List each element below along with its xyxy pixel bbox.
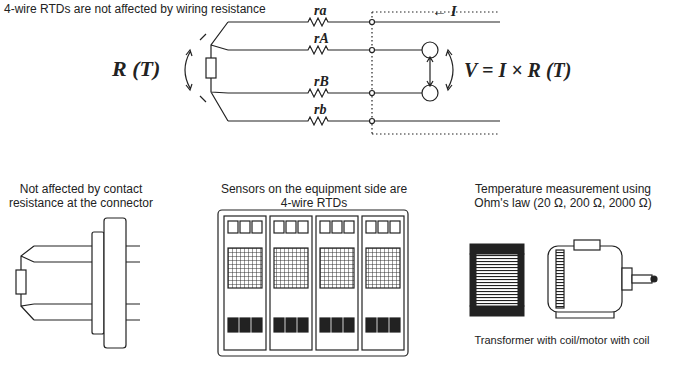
meter-symbol [422, 42, 438, 58]
transformer-figure [470, 244, 524, 316]
sense-wires [374, 50, 422, 93]
heading: 4-wire RTDs are not affected by wiring r… [4, 2, 266, 16]
motor-figure [548, 240, 657, 318]
meter-symbol [422, 85, 438, 101]
wire-b [228, 117, 372, 125]
equipment-rack [218, 210, 408, 356]
resistance-label: R (T) [112, 56, 160, 82]
wire-B [228, 89, 372, 97]
caption-text: Temperature measurement using Ohm's law … [458, 182, 668, 210]
rtd-element [206, 58, 216, 78]
wire-resistance: rb [314, 101, 326, 118]
wire-A [228, 46, 372, 54]
wire-resistance: ra [314, 2, 326, 19]
caption-text: Transformer with coil/motor with coil [455, 334, 669, 347]
wire-resistance: rB [314, 73, 329, 90]
curved-arrow [446, 50, 453, 90]
lead-wires [211, 22, 228, 121]
voltage-arrow [427, 57, 433, 86]
wire-a [228, 18, 372, 26]
caption-text: Not affected by contact resistance at th… [6, 182, 156, 210]
bracket [200, 34, 206, 102]
terminals [370, 20, 375, 124]
curved-arrow [185, 50, 192, 90]
wire-resistance: rA [314, 30, 329, 47]
connector-figure [16, 218, 140, 348]
current-label: ← I [432, 2, 457, 20]
caption-text: Sensors on the equipment side are 4-wire… [216, 182, 412, 210]
ohms-law-label: V = I × R (T) [464, 58, 571, 82]
